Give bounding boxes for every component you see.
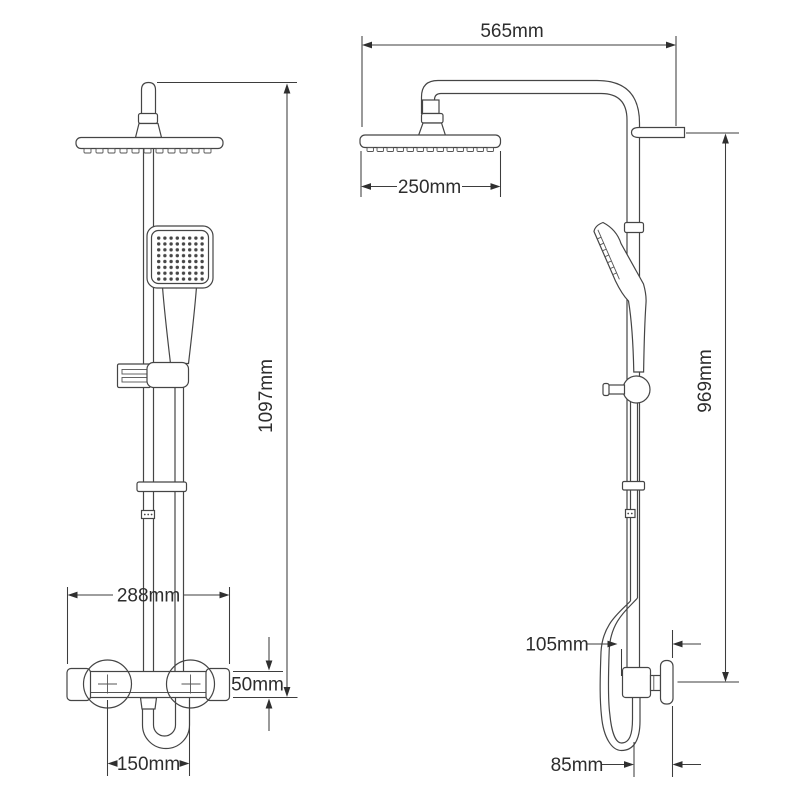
- pipe-clip: [140, 509, 156, 520]
- dim-wall-clearance: 85mm: [551, 706, 701, 777]
- dim-label-inlet-spacing: 150mm: [117, 754, 180, 775]
- tightening-knob: [606, 384, 626, 395]
- dim-label-column-height: 969mm: [695, 349, 716, 412]
- rain-shower-head-side: [359, 134, 502, 152]
- wall-connector: [649, 674, 662, 692]
- dim-head-diameter: 250mm: [360, 151, 502, 198]
- dim-label-hose-clearance: 105mm: [525, 635, 588, 656]
- hand-shower-nozzle-grid: [155, 235, 206, 282]
- dim-label-arm-reach: 565mm: [480, 21, 543, 42]
- dim-label-rail-width: 288mm: [117, 586, 180, 607]
- bracket-holder: [146, 361, 190, 389]
- inlet-escutcheon-right: [165, 659, 216, 709]
- hand-shower-face-ribs: [597, 236, 617, 276]
- bracket-clamp: [116, 363, 152, 389]
- dim-label-overall-height: 1097mm: [256, 359, 277, 433]
- valve-body: [87, 670, 209, 699]
- inlet-center-marks: [98, 674, 201, 694]
- wall-flange: [659, 659, 674, 705]
- pipe-joint-ring: [623, 221, 645, 234]
- dim-inlet-spacing: 150mm: [106, 700, 191, 776]
- shower-arm: [420, 79, 641, 124]
- valve-right-cap: [205, 667, 231, 702]
- dim-hose-clearance: 105mm: [525, 630, 701, 676]
- dim-label-wall-clearance: 85mm: [551, 755, 604, 776]
- dim-valve-height: 50mm: [231, 637, 298, 731]
- dim-overall-height: 1097mm: [157, 81, 297, 697]
- top-connector: [134, 81, 163, 139]
- dim-rail-width: 288mm: [66, 586, 231, 664]
- mixer-valve-front: [66, 659, 231, 709]
- hand-shower-hose: [139, 387, 191, 750]
- rain-shower-head: [75, 136, 224, 154]
- hand-shower-handle: [161, 286, 198, 365]
- side-view: [359, 79, 686, 752]
- hand-shower-front: [146, 225, 214, 365]
- pipe-collar-side: [621, 480, 646, 491]
- dim-label-head-diameter: 250mm: [398, 177, 461, 198]
- head-connector-side: [417, 99, 447, 137]
- wall-bracket: [630, 126, 686, 139]
- slider-bracket-side: [602, 375, 651, 404]
- mixer-valve-side: [621, 659, 674, 705]
- dim-column-height: 969mm: [677, 132, 739, 683]
- dim-label-valve-height: 50mm: [231, 675, 284, 696]
- slider-bracket: [116, 361, 190, 389]
- pipe-collar: [136, 481, 188, 493]
- dim-arm-reach: 565mm: [361, 21, 677, 127]
- hose-nut: [139, 697, 158, 710]
- hand-shower-side: [593, 221, 647, 373]
- hose-side: [599, 402, 641, 752]
- pipe-clip-side: [624, 508, 636, 519]
- dimensions: 1097mm 288mm 50mm 150mm: [66, 21, 739, 777]
- valve-body-side: [621, 666, 652, 699]
- front-view: [66, 81, 231, 750]
